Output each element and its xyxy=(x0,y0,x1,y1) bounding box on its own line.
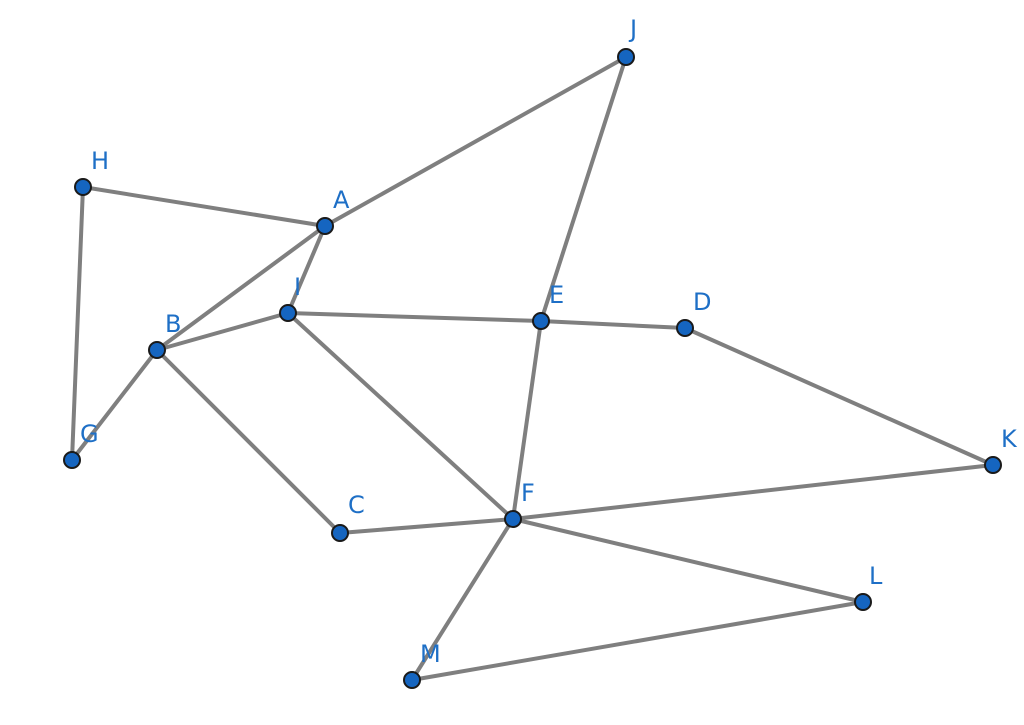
edge-f-l xyxy=(511,517,865,604)
node-g xyxy=(63,451,81,469)
node-a xyxy=(316,217,334,235)
node-label-a: A xyxy=(333,186,350,214)
edge-h-a xyxy=(81,185,327,228)
edge-d-k xyxy=(683,326,995,467)
node-label-j: J xyxy=(628,15,637,43)
node-b xyxy=(148,341,166,359)
edge-e-f xyxy=(511,319,543,521)
node-label-m: M xyxy=(420,640,441,668)
node-label-g: G xyxy=(80,420,99,448)
node-d xyxy=(676,319,694,337)
node-j xyxy=(617,48,635,66)
edge-a-i xyxy=(286,224,327,315)
node-c xyxy=(331,524,349,542)
edge-a-j xyxy=(323,55,628,228)
edge-a-b xyxy=(155,224,327,352)
node-label-d: D xyxy=(693,288,711,316)
edge-h-g xyxy=(70,185,85,462)
node-label-e: E xyxy=(549,281,564,309)
edge-e-d xyxy=(539,319,687,330)
node-i xyxy=(279,304,297,322)
edge-b-i xyxy=(155,311,290,352)
node-h xyxy=(74,178,92,196)
node-label-k: K xyxy=(1001,425,1018,453)
edge-i-e xyxy=(286,311,543,323)
nodes-layer xyxy=(63,48,1002,689)
node-e xyxy=(532,312,550,330)
node-label-i: I xyxy=(294,273,301,301)
edge-m-l xyxy=(410,600,865,682)
edge-e-j xyxy=(539,55,628,323)
node-label-b: B xyxy=(165,310,181,338)
node-label-l: L xyxy=(869,562,883,590)
node-label-h: H xyxy=(91,147,109,175)
edge-b-c xyxy=(155,348,342,535)
labels-layer: A B C D E F G H I J K L M xyxy=(80,15,1018,668)
node-m xyxy=(403,671,421,689)
node-k xyxy=(984,456,1002,474)
edge-b-g xyxy=(70,348,159,462)
edges-layer xyxy=(70,55,995,682)
edge-i-f xyxy=(286,311,515,521)
edge-f-m xyxy=(410,517,515,682)
node-l xyxy=(854,593,872,611)
node-label-c: C xyxy=(348,491,365,519)
node-label-f: F xyxy=(521,479,535,507)
node-f xyxy=(504,510,522,528)
edge-f-k xyxy=(511,463,995,521)
edge-c-f xyxy=(338,517,515,535)
